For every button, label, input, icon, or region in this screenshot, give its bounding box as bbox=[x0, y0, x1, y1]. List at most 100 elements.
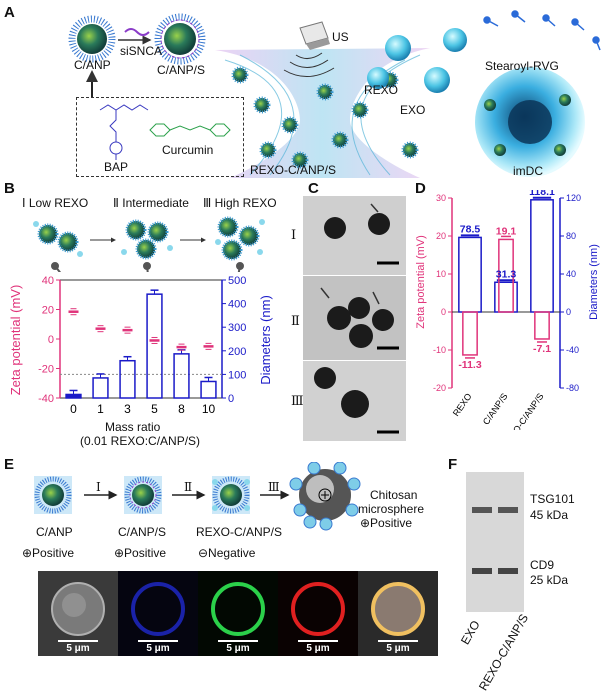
chart-d-left-tick: 0 bbox=[441, 307, 446, 317]
chart-b-x-tick: 10 bbox=[202, 402, 216, 416]
chart-b-x-tick: 5 bbox=[151, 402, 158, 416]
chart-b-right-tick: 0 bbox=[228, 393, 234, 405]
chart-d-left-tick: -10 bbox=[433, 345, 446, 355]
chart-b-x-tick: 0 bbox=[70, 402, 77, 416]
panel-label-a: A bbox=[4, 4, 15, 21]
chart-b-diameter-bar bbox=[146, 293, 163, 399]
chart-d-right-tick: 80 bbox=[566, 231, 576, 241]
tem-images: Ⅰ Ⅱ Ⅲ bbox=[291, 196, 406, 441]
chart-d-right-tick: -40 bbox=[566, 345, 579, 355]
chart-d-x-tick: C/ANP/S bbox=[481, 391, 510, 426]
chart-b-x-tick: 3 bbox=[124, 402, 131, 416]
structure-box bbox=[76, 97, 244, 177]
row-1-label: Ⅰ bbox=[291, 228, 297, 243]
e-c-anp-label: C/ANP bbox=[36, 525, 73, 539]
chart-b-x-tick: 8 bbox=[178, 402, 185, 416]
exosome-icons bbox=[367, 28, 467, 93]
fluorescence-micrographs: 5 μm 5 μm 5 μm 5 μm 5 μm bbox=[38, 571, 438, 656]
chitosan-label: Chitosan bbox=[370, 488, 418, 502]
micrograph-green: 5 μm bbox=[198, 571, 278, 656]
e-negative: ⊖Negative bbox=[198, 546, 256, 560]
chart-b-right-tick: 100 bbox=[228, 369, 246, 381]
bap-label: BAP bbox=[104, 160, 129, 174]
chart-d-right-tick: 40 bbox=[566, 269, 576, 279]
tsg101-kda-label: 45 kDa bbox=[530, 508, 569, 522]
chart-d-zeta-label: -7.1 bbox=[533, 343, 551, 355]
chart-b-left-axis-label: Zeta potential (mV) bbox=[8, 285, 23, 396]
micrograph-merge: 5 μm bbox=[358, 571, 438, 656]
western-blot bbox=[466, 472, 524, 612]
chart-d-x-tick: REXO bbox=[451, 391, 474, 418]
chart-d-left-axis-label: Zeta potential (mV) bbox=[415, 235, 427, 329]
lane-exo-label: EXO bbox=[458, 618, 483, 647]
stage-2-label: Ⅱ Intermediate bbox=[113, 196, 189, 210]
chart-d-diameter-bar bbox=[530, 199, 554, 313]
cd9-kda-label: 25 kDa bbox=[530, 573, 569, 587]
micrograph-red: 5 μm bbox=[278, 571, 358, 656]
chart-b-left-tick: -20 bbox=[38, 364, 54, 376]
panel-label-c: C bbox=[308, 180, 319, 197]
c-anp-label: C/ANP bbox=[74, 58, 111, 72]
rexo-label: REXO bbox=[364, 83, 399, 97]
chitosan-microsphere-icon bbox=[289, 462, 361, 531]
panel-a-illustration bbox=[68, 10, 601, 178]
e-positive-2: ⊕Positive bbox=[114, 546, 167, 560]
chart-b-right-tick: 200 bbox=[228, 346, 246, 358]
lane-rexo-label: REXO-C/ANP/S bbox=[476, 611, 532, 693]
micrograph-blue: 5 μm bbox=[118, 571, 198, 656]
chart-b-left-tick: -40 bbox=[38, 393, 54, 405]
chart-d-diameter-label: 31.3 bbox=[496, 268, 517, 280]
chart-d-zeta-bar bbox=[462, 311, 478, 356]
c-anp-s-label: C/ANP/S bbox=[157, 63, 206, 77]
chart-d-zeta-label: -11.3 bbox=[458, 359, 482, 371]
chart-b-diameter-bar bbox=[65, 393, 82, 399]
row-2-label: Ⅱ bbox=[291, 314, 300, 329]
ultrasound-probe-icon bbox=[283, 21, 335, 77]
chart-d-left-tick: 20 bbox=[436, 231, 446, 241]
chart-b-diameter-bar bbox=[200, 380, 217, 399]
row-3-label: Ⅲ bbox=[291, 394, 304, 409]
panel-label-b: B bbox=[4, 180, 15, 197]
chart-d-right-axis-label: Diameters (nm) bbox=[588, 244, 600, 320]
e-positive-3: ⊕Positive bbox=[360, 516, 413, 530]
chart-d-zeta-label: 19.1 bbox=[496, 225, 517, 237]
chart-d-diameter-bar bbox=[458, 236, 482, 313]
chart-b-frame bbox=[59, 279, 223, 399]
chart-b-xlabel-1: Mass ratio bbox=[105, 420, 161, 434]
chart-d-left-tick: 30 bbox=[436, 193, 446, 203]
chart-b-left-tick: 20 bbox=[42, 305, 54, 317]
chart-b-x-tick: 1 bbox=[97, 402, 104, 416]
step-2-label: Ⅱ bbox=[184, 480, 193, 494]
cd9-label: CD9 bbox=[530, 558, 555, 572]
chart-b-right-tick: 300 bbox=[228, 322, 246, 334]
stage-3-label: Ⅲ High REXO bbox=[203, 196, 277, 210]
step-3-label: Ⅲ bbox=[268, 480, 280, 494]
chart-d-diameter-label: 118.1 bbox=[529, 190, 555, 198]
micrograph-brightfield: 5 μm bbox=[38, 571, 118, 656]
bap-structure-icon bbox=[99, 104, 149, 160]
e-rexo-c-anp-s-label: REXO-C/ANP/S bbox=[196, 525, 283, 539]
imdc-label: imDC bbox=[513, 164, 543, 178]
e-positive-1: ⊕Positive bbox=[22, 546, 75, 560]
panel-e-illustration bbox=[34, 462, 361, 531]
chart-d-diameter-label: 78.5 bbox=[460, 223, 481, 235]
e-c-anp-s-label: C/ANP/S bbox=[118, 525, 167, 539]
chart-b-right-tick: 400 bbox=[228, 299, 246, 311]
curcumin-label: Curcumin bbox=[162, 143, 214, 157]
rexo-c-anp-s-label: REXO-C/ANP/S bbox=[250, 163, 337, 177]
chart-d-left-tick: 10 bbox=[436, 269, 446, 279]
chart-b-diameter-bar bbox=[173, 353, 190, 399]
imdc-cell-icon bbox=[475, 67, 585, 177]
chart-b-xlabel-2: (0.01 REXO:C/ANP/S) bbox=[80, 434, 201, 448]
chart-b-left-tick: 0 bbox=[48, 334, 54, 346]
panel-label-e: E bbox=[4, 456, 15, 473]
blood-brain-barrier-flow bbox=[215, 48, 430, 178]
stearoyl-rvg-label: Stearoyl-RVG bbox=[485, 59, 559, 73]
chart-d-left-tick: -20 bbox=[433, 383, 446, 393]
chart-b-right-axis-label: Diameters (nm) bbox=[258, 295, 273, 385]
tsg101-label: TSG101 bbox=[530, 492, 575, 506]
chart-d-right-tick: 0 bbox=[566, 307, 571, 317]
microsphere-label: microsphere bbox=[358, 502, 425, 516]
